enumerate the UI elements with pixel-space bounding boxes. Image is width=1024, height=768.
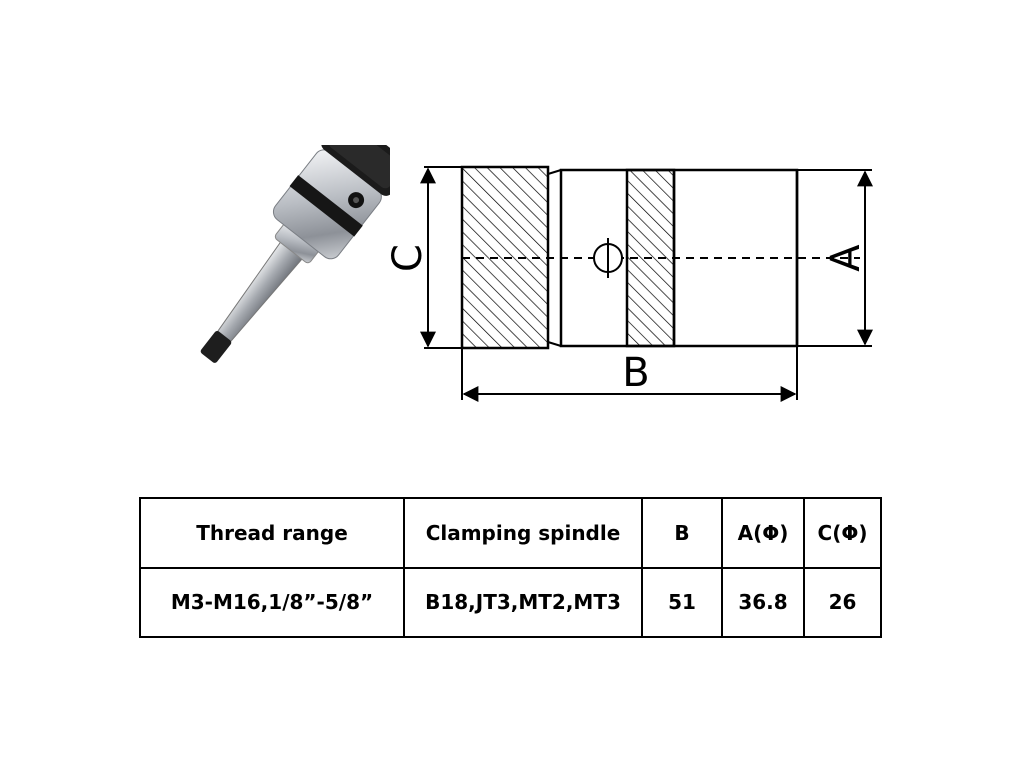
- tap-chuck-photo: [200, 145, 390, 363]
- taper-shank: [214, 235, 308, 346]
- cell-a: 36.8: [721, 566, 805, 638]
- neck-outline: [547, 169, 562, 347]
- chuck-band: [289, 175, 363, 237]
- dimension-b-label: B: [622, 350, 649, 396]
- header-thread-range: Thread range: [139, 497, 405, 569]
- cell-c: 26: [803, 566, 882, 638]
- header-clamping-spindle: Clamping spindle: [403, 497, 643, 569]
- shank-tang: [200, 330, 232, 363]
- cell-thread-range: M3-M16,1/8”-5/8”: [139, 566, 405, 638]
- dimension-c-label: C: [385, 244, 431, 272]
- header-c: C(Φ): [803, 497, 882, 569]
- header-b: B: [641, 497, 723, 569]
- dimension-a-label: A: [823, 244, 869, 272]
- spec-table: Thread range Clamping spindle B A(Φ) C(Φ…: [139, 497, 882, 638]
- cell-clamping-spindle: B18,JT3,MT2,MT3: [403, 566, 643, 638]
- cell-b: 51: [641, 566, 723, 638]
- diameter-symbol-icon: [593, 238, 623, 278]
- table-row: M3-M16,1/8”-5/8” B18,JT3,MT2,MT3 51 36.8…: [139, 566, 882, 638]
- dimension-drawing: C A B: [385, 165, 873, 402]
- table-header-row: Thread range Clamping spindle B A(Φ) C(Φ…: [139, 497, 882, 569]
- header-a: A(Φ): [721, 497, 805, 569]
